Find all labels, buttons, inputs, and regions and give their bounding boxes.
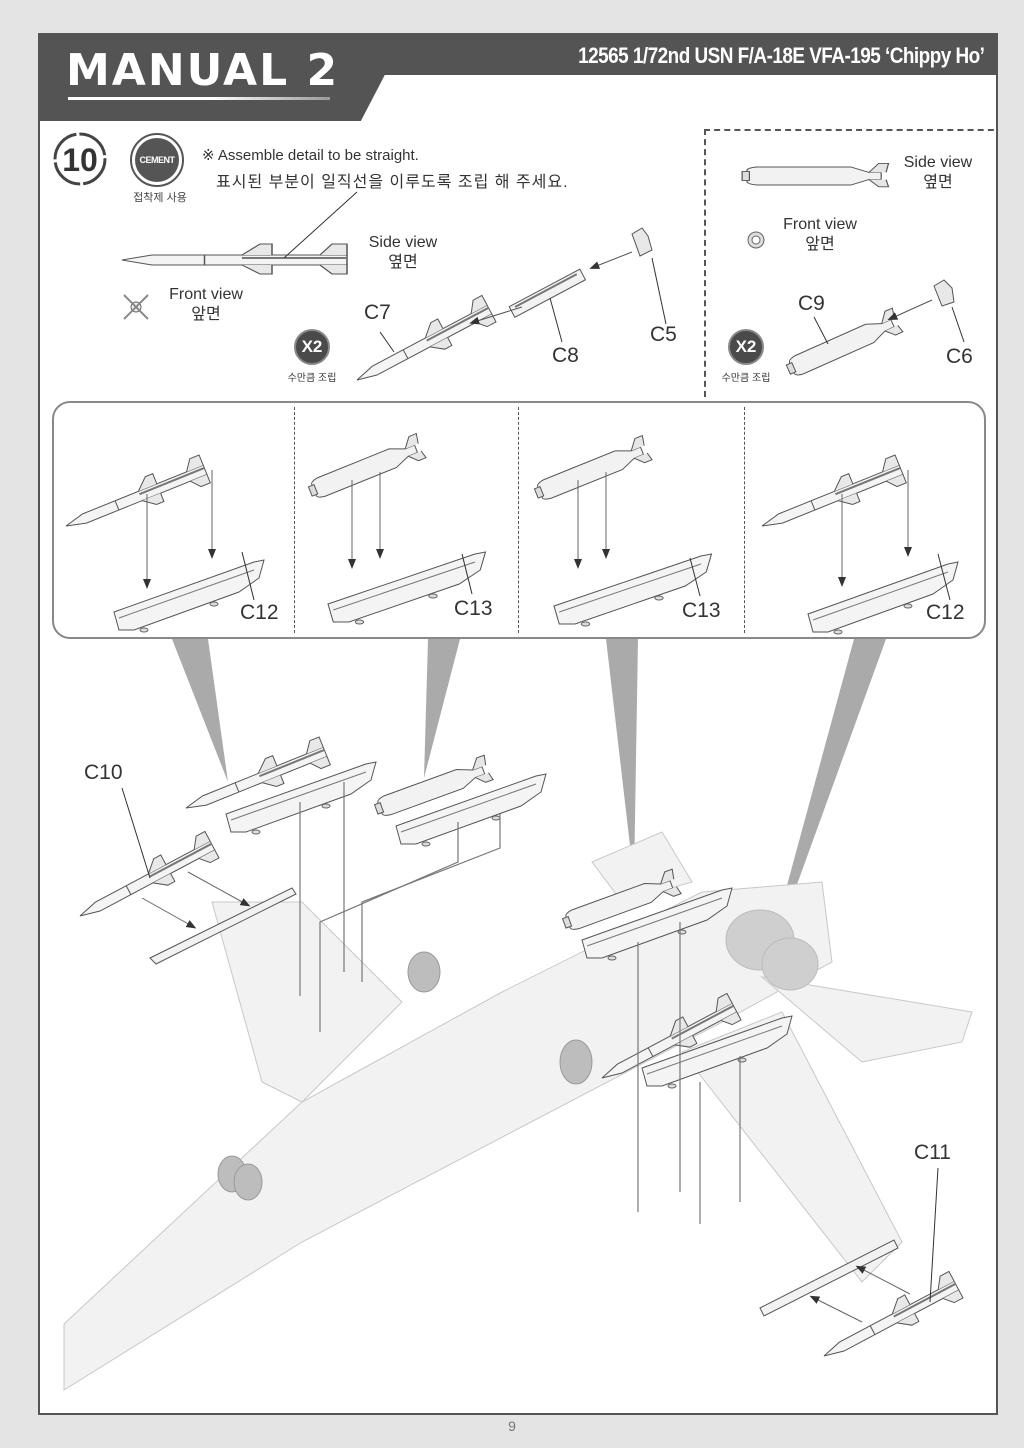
panel-divider bbox=[744, 407, 745, 633]
assembly-arrow bbox=[887, 299, 933, 321]
missile-body-c8 bbox=[508, 268, 587, 318]
quantity-badge: X2 bbox=[294, 329, 330, 365]
missile-side-view-label: Side view 옆면 bbox=[358, 233, 448, 273]
bomb-side-view bbox=[741, 162, 890, 188]
part-label-c10: C10 bbox=[84, 761, 123, 784]
quantity-badge: X2 bbox=[728, 329, 764, 365]
quantity-label-kr: 수만큼 조립 bbox=[721, 373, 771, 384]
detail-part-label: C13 bbox=[682, 599, 721, 622]
detail-panel-missile bbox=[59, 453, 265, 633]
quantity-label-kr: 수만큼 조립 bbox=[287, 373, 337, 384]
missile-front-view-icon bbox=[123, 294, 149, 320]
leader-line bbox=[379, 331, 395, 353]
panel-divider bbox=[518, 407, 519, 633]
manual-page: MANUAL 2 12565 1/72nd USN F/A-18E VFA-19… bbox=[38, 33, 998, 1415]
aircraft-fuselage bbox=[63, 831, 973, 1391]
page-number: 9 bbox=[508, 1418, 516, 1434]
title-underline bbox=[68, 97, 330, 100]
part-label-c8: C8 bbox=[552, 344, 579, 367]
front-view-en: Front view bbox=[783, 216, 857, 233]
bomb-subassembly-box bbox=[704, 129, 996, 397]
leader-line bbox=[283, 191, 358, 259]
leader-line bbox=[549, 297, 563, 343]
step-number: 10 bbox=[62, 142, 98, 178]
cement-badge: CEMENT bbox=[130, 133, 184, 187]
leader-line bbox=[951, 306, 965, 343]
step-number-badge: 10 bbox=[53, 132, 107, 186]
front-view-en: Front view bbox=[169, 286, 243, 303]
wingtip-missile-c11 bbox=[759, 1167, 965, 1370]
mounted-missile-pylon-left bbox=[179, 735, 377, 835]
assembly-note-kr: 표시된 부분이 일직선을 이루도록 조립 해 주세요. bbox=[216, 174, 569, 191]
mounted-bomb-pylon-left bbox=[370, 754, 547, 847]
leader-line bbox=[651, 257, 667, 325]
missile-tail-c5 bbox=[631, 227, 653, 257]
detail-part-label: C13 bbox=[454, 597, 493, 620]
landing-gear bbox=[217, 951, 593, 1201]
manual-title: MANUAL 2 bbox=[66, 45, 340, 96]
wingtip-missile-c10 bbox=[71, 787, 297, 965]
part-label-c7: C7 bbox=[364, 301, 391, 324]
model-title: 12565 1/72nd USN F/A-18E VFA-195 ‘Chippy… bbox=[577, 43, 985, 68]
callout-wedge bbox=[606, 639, 638, 880]
side-view-en: Side view bbox=[368, 234, 438, 251]
panel-divider bbox=[294, 407, 295, 633]
detail-panel-bomb bbox=[304, 433, 487, 625]
detail-panel-bomb bbox=[530, 435, 713, 627]
missile-c7 bbox=[348, 294, 498, 394]
detail-panel-missile bbox=[755, 453, 959, 635]
part-label-c11: C11 bbox=[914, 1141, 951, 1164]
side-view-en: Side view bbox=[903, 154, 973, 171]
detail-part-label: C12 bbox=[926, 601, 965, 624]
assembly-arrow bbox=[469, 306, 523, 325]
bomb-tail-c6 bbox=[933, 279, 955, 307]
callout-wedge bbox=[424, 639, 460, 778]
callout-wedge bbox=[172, 639, 228, 782]
bomb-side-view-label: Side view 옆면 bbox=[896, 153, 980, 193]
bomb-front-view-label: Front view 앞면 bbox=[772, 215, 868, 255]
side-view-kr: 옆면 bbox=[923, 174, 953, 191]
mounting-guide-lines bbox=[299, 782, 741, 1224]
front-view-kr: 앞면 bbox=[805, 236, 835, 253]
part-label-c9: C9 bbox=[798, 292, 825, 315]
bomb-front-view-icon bbox=[747, 231, 765, 249]
assembly-illustration bbox=[59, 162, 973, 1391]
assembly-arrow bbox=[589, 251, 633, 269]
side-view-kr: 옆면 bbox=[388, 254, 418, 271]
missile-front-view-label: Front view 앞면 bbox=[158, 285, 254, 325]
cement-label-kr: 접착제 사용 bbox=[133, 192, 187, 204]
detail-part-label: C12 bbox=[240, 601, 279, 624]
engine-nozzles bbox=[725, 909, 819, 991]
part-label-c6: C6 bbox=[946, 345, 973, 368]
leader-line bbox=[813, 316, 829, 345]
part-label-c5: C5 bbox=[650, 323, 677, 346]
bomb-c9 bbox=[782, 307, 904, 382]
front-view-kr: 앞면 bbox=[191, 306, 221, 323]
assembly-note-en: ※ Assemble detail to be straight. bbox=[202, 147, 419, 164]
header-title-block bbox=[40, 35, 385, 121]
cement-label: CEMENT bbox=[135, 138, 179, 182]
missile-side-view bbox=[120, 242, 349, 276]
